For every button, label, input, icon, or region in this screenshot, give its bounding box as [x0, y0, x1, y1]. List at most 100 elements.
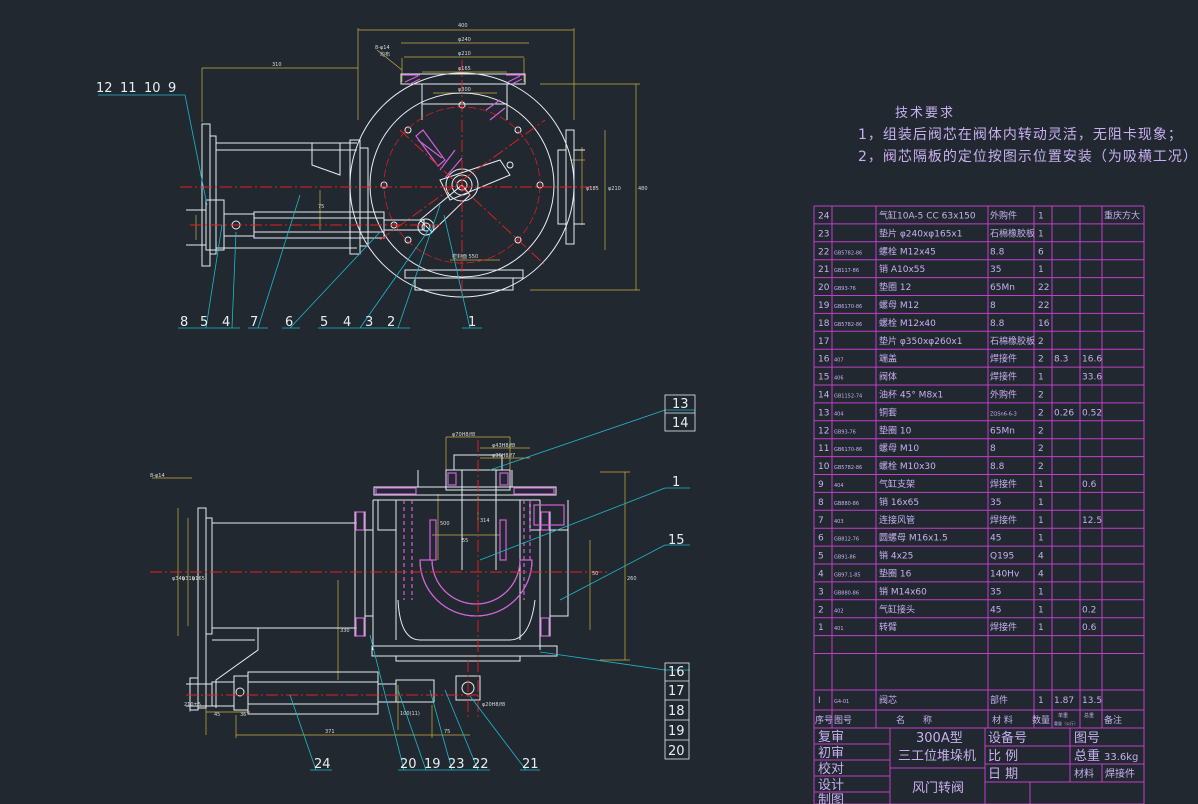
top-view: 12 11 10 9 8 5 4 7 6 5 4 3 2 1 400 310 φ… — [96, 23, 648, 330]
bom-row-material: 外购件 — [990, 389, 1017, 401]
callout-8: 8 — [180, 315, 188, 330]
dim-small: 75 — [318, 204, 324, 210]
bom-row-code: GB880-86 — [834, 590, 859, 596]
bom-row-name: 销 M14x60 — [879, 585, 927, 597]
bom-row-code: GB5782-86 — [834, 322, 862, 328]
bom-row-name: 垫圈 10 — [879, 424, 912, 436]
dim-b2: 36 — [240, 712, 246, 718]
bom-row-name: 螺母 M10 — [879, 443, 919, 454]
bom-row-no: 20 — [818, 283, 830, 293]
callout-7: 7 — [250, 315, 258, 330]
cad-drawing: 12 11 10 9 8 5 4 7 6 5 4 3 2 1 400 310 φ… — [96, 23, 1145, 804]
bom-row-name: 端盖 — [879, 353, 897, 365]
bom-row-qty: 1 — [1038, 480, 1044, 490]
callout-24: 24 — [314, 757, 331, 772]
bom-row-material: 部件 — [990, 694, 1008, 706]
bom-row-material: 35 — [990, 265, 1001, 275]
dim-sub: 均布 — [380, 51, 390, 58]
top-pitch-circle — [383, 106, 541, 264]
dim-overall: 400 — [458, 23, 468, 29]
bom-row-code: 407 — [834, 358, 844, 364]
bom-row-no: 6 — [818, 534, 824, 544]
bom-row-name: 销 4x25 — [879, 550, 913, 562]
tech-requirement-2: 2，阀芯隔板的定位按图示位置安装（为吸横工况） — [858, 149, 1198, 165]
bom-row-name: 垫圈 16 — [879, 568, 912, 580]
bom-header-name: 名 称 — [896, 714, 932, 726]
bom-row-name: 转臂 — [879, 621, 897, 633]
bom-row-total: 16.6 — [1082, 355, 1102, 365]
dim-thread: 8-φ14 — [375, 45, 390, 51]
bom-row-total: 33.6 — [1082, 373, 1102, 383]
bom-row-no: 23 — [818, 229, 829, 239]
bom-row-no: 7 — [818, 516, 824, 526]
bom-row-no: 4 — [818, 570, 824, 580]
bom-row-name: 垫圈 12 — [879, 281, 911, 293]
bom-row-material: 35 — [990, 587, 1001, 597]
dim-top-box: φ70H8/f8 — [452, 432, 475, 438]
callout-18: 18 — [668, 704, 685, 719]
callout-3: 3 — [365, 315, 373, 330]
dim-inner: 密封面 550 — [452, 253, 478, 260]
bom-row-code: 406 — [834, 376, 844, 382]
bom-row-material: 焊接件 — [990, 478, 1017, 490]
bom-row-qty: 1 — [1038, 516, 1044, 526]
bom-row-name: 垫片 φ350xφ260x1 — [879, 335, 962, 347]
top-dimensions — [195, 28, 640, 291]
top-dimension-text: 400 310 φ240 φ210 φ165 φ300 8-φ14 均布 φ18… — [272, 23, 648, 260]
callout-23: 23 — [448, 757, 465, 772]
bom-row-material: 140Hv — [990, 570, 1020, 580]
bom-row-code: GB1152-74 — [834, 394, 862, 400]
tech-requirement-1: 1，组装后阀芯在阀体内转动灵活，无阻卡现象； — [858, 127, 1183, 143]
bom-row-material: 65Mn — [990, 426, 1015, 436]
bom-row-code: GB91-86 — [834, 555, 856, 561]
callout-2: 2 — [387, 315, 395, 330]
dim-d1: φ240 — [458, 37, 471, 43]
callout-20: 20 — [400, 757, 417, 772]
callout-22: 22 — [472, 757, 489, 772]
tb-date: 日 期 — [988, 767, 1018, 782]
bottom-hatch — [355, 472, 565, 637]
callout-5b: 5 — [320, 315, 328, 330]
bom-row-note: 重庆方大 — [1104, 210, 1140, 222]
bom-row-name: 连接风管 — [879, 514, 915, 526]
dim-h-right: 260 — [627, 576, 637, 582]
bottom-dimension-text: φ70H8/f8 φ43H8/f8 φ36H8/f7 8-φ14 φ340 φ3… — [150, 432, 637, 735]
bom-row-qty: 2 — [1038, 426, 1044, 436]
bom-row-qty: 2 — [1038, 444, 1044, 454]
bottom-callouts: 13 14 1 15 16 17 18 19 20 24 20 19 23 22… — [314, 397, 689, 772]
bom-row-material: 外购件 — [990, 210, 1017, 222]
bom-row-qty: 1 — [1038, 605, 1044, 615]
bom-row-code: GB812-76 — [834, 537, 859, 543]
bom-row-qty: 2 — [1038, 391, 1044, 401]
bom-row-code: GB93-76 — [834, 286, 856, 292]
bom-row-material: 焊接件 — [990, 621, 1017, 633]
drawing-canvas: 12 11 10 9 8 5 4 7 6 5 4 3 2 1 400 310 φ… — [96, 23, 1197, 804]
bom-row-name: 气缸接头 — [879, 603, 915, 615]
bom-row-no: I — [818, 696, 821, 706]
bom-row-no: 2 — [818, 605, 824, 615]
bom-row-qty: 1 — [1038, 265, 1044, 275]
dim-top-a: φ43H8/f8 — [492, 443, 515, 449]
bom-row-code: 402 — [834, 608, 844, 614]
bom-row-qty: 2 — [1038, 408, 1044, 418]
dim-d2: φ210 — [458, 51, 471, 57]
dim-b1: 45 — [214, 712, 220, 718]
dim-v2: φ310 — [182, 576, 195, 582]
bottom-dimensions — [152, 436, 630, 738]
bom-row-material: 焊接件 — [990, 353, 1017, 365]
dim-b4: 75 — [444, 729, 450, 735]
bom-row-qty: 6 — [1038, 247, 1044, 257]
callout-1b: 1 — [672, 475, 680, 490]
bom-row-no: 16 — [818, 355, 830, 365]
callout-13: 13 — [672, 397, 689, 412]
bom-row-name: 螺母 M12 — [879, 300, 919, 311]
bom-row-qty: 1 — [1038, 373, 1044, 383]
callout-21: 21 — [522, 757, 539, 772]
bottom-callout-boxes — [664, 394, 696, 760]
callout-20b: 20 — [668, 744, 685, 759]
tb-design: 设计 — [818, 778, 844, 793]
bom-row-qty: 1 — [1038, 696, 1044, 706]
bom-row-qty: 1 — [1038, 212, 1044, 222]
bom-row-unit: 1.87 — [1054, 696, 1074, 706]
